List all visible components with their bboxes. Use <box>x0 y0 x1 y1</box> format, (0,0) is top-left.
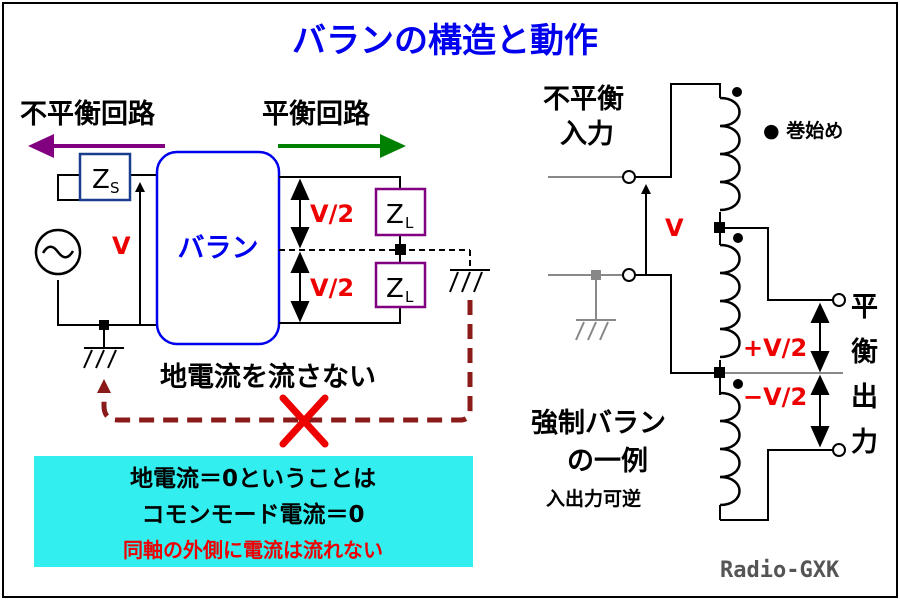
forced-balun-label-1: 強制バラン <box>531 408 666 439</box>
plus-half-voltage-label: +V/2 <box>743 334 807 362</box>
note-line-2: コモンモード電流＝0 <box>141 501 364 528</box>
reversible-label: 入出力可逆 <box>546 487 641 510</box>
load-impedance-box-bottom <box>374 261 427 309</box>
winding-junction-bottom <box>714 367 725 378</box>
midpoint-node <box>395 244 406 255</box>
winding-start-dot-3 <box>733 379 743 389</box>
balun-label: バラン <box>178 233 259 264</box>
credit-label: Radio-GXK <box>720 558 840 583</box>
unbalanced-wiring <box>57 174 157 348</box>
output-terminal-bottom <box>832 443 846 457</box>
blocked-x-icon <box>279 394 329 448</box>
input-ground-node <box>591 270 601 280</box>
balanced-output-char-3: 出 <box>851 382 878 413</box>
note-line-1: 地電流＝0ということは <box>130 465 376 492</box>
input-terminal-bottom <box>622 268 636 282</box>
ground-node <box>99 320 109 330</box>
minus-half-voltage-label: −V/2 <box>743 383 807 411</box>
load-impedance-box-top <box>374 187 427 237</box>
balanced-output-char-4: 力 <box>851 427 878 458</box>
load-impedance-subscript-bottom: L <box>405 288 414 306</box>
input-voltage-label: V <box>665 214 684 242</box>
winding-2 <box>719 243 741 359</box>
label-unbalanced-input-1: 不平衡 <box>543 84 624 115</box>
output-voltage-arrows <box>810 302 830 448</box>
unbalanced-direction-arrow <box>28 134 165 158</box>
note-box <box>34 456 473 567</box>
transformer-wiring <box>635 83 833 521</box>
balun-box <box>155 150 281 346</box>
note-line-3: 同軸の外側に電流は流れない <box>123 538 383 562</box>
load-impedance-subscript-top: L <box>405 214 414 232</box>
ground-current-path <box>97 300 473 423</box>
balanced-output-char-1: 平 <box>851 292 878 323</box>
page-title: バランの構造と動作 <box>292 21 598 61</box>
ground-symbol-left <box>83 347 124 369</box>
half-voltage-arrows <box>290 178 310 323</box>
forced-balun-label-2: の一例 <box>567 446 648 477</box>
ground-symbol-right <box>449 269 490 293</box>
balanced-output-char-2: 衡 <box>851 337 878 368</box>
input-terminal-top <box>622 170 636 184</box>
source-impedance-box <box>78 152 132 202</box>
half-voltage-label-bottom: V/2 <box>310 274 354 302</box>
sine-wave-icon <box>41 245 75 259</box>
winding-junction-top <box>714 222 725 233</box>
winding-1 <box>719 96 741 212</box>
source-impedance-label: Z <box>92 165 110 195</box>
label-unbalanced-circuit: 不平衡回路 <box>20 98 156 130</box>
ground-symbol-input <box>575 319 616 341</box>
load-impedance-label-top: Z <box>386 200 404 230</box>
winding-start-dot-2 <box>733 233 743 243</box>
source-impedance-subscript: S <box>110 179 120 197</box>
no-ground-current-label: 地電流を流さない <box>160 362 376 393</box>
label-balanced-circuit: 平衡回路 <box>262 98 371 130</box>
label-unbalanced-input-2: 入力 <box>560 119 614 150</box>
winding-start-label: ● 巻始め <box>763 119 843 142</box>
winding-start-dot-1 <box>732 87 742 97</box>
half-voltage-label-top: V/2 <box>310 200 354 228</box>
balanced-direction-arrow <box>278 134 406 158</box>
load-impedance-label-bottom: Z <box>386 274 404 304</box>
winding-3 <box>719 391 741 507</box>
voltage-label-left: V <box>112 232 131 260</box>
output-terminal-top <box>832 293 846 307</box>
